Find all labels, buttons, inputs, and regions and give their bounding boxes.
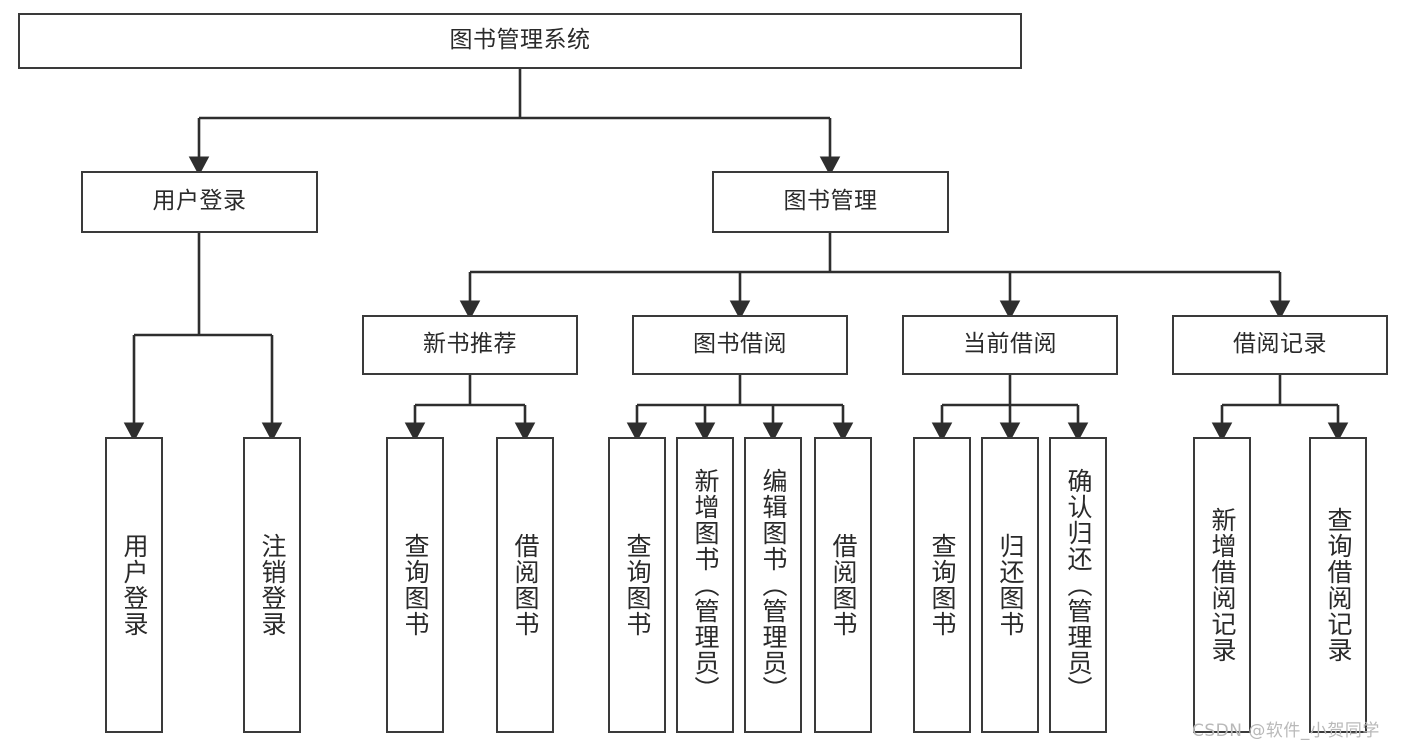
node-label: 图书借阅 xyxy=(693,331,787,358)
node-label: 图书管理系统 xyxy=(449,27,591,54)
node-root-book-management-system[interactable]: 图书管理系统 xyxy=(18,13,1022,69)
leaf-user-login-logout[interactable]: 注销登录 xyxy=(243,437,301,733)
node-label: 新书推荐 xyxy=(423,331,517,358)
leaf-new-book-borrow-books[interactable]: 借阅图书 xyxy=(496,437,554,733)
leaf-current-borrow-query-books[interactable]: 查询图书 xyxy=(913,437,971,733)
leaf-user-login-login[interactable]: 用户登录 xyxy=(105,437,163,733)
leaf-current-borrow-confirm-return-admin[interactable]: 确认归还（管理员） xyxy=(1049,437,1107,733)
node-current-borrow[interactable]: 当前借阅 xyxy=(902,315,1118,375)
leaf-book-borrow-query-books[interactable]: 查询图书 xyxy=(608,437,666,733)
node-label: 借阅图书 xyxy=(829,533,858,637)
node-label: 当前借阅 xyxy=(963,331,1057,358)
node-new-book-recommend[interactable]: 新书推荐 xyxy=(362,315,578,375)
node-label: 查询借阅记录 xyxy=(1324,507,1353,663)
node-label: 借阅记录 xyxy=(1233,331,1327,358)
leaf-book-borrow-edit-book-admin[interactable]: 编辑图书（管理员） xyxy=(744,437,802,733)
node-label: 用户登录 xyxy=(152,188,247,215)
node-borrow-record[interactable]: 借阅记录 xyxy=(1172,315,1388,375)
node-label: 借阅图书 xyxy=(511,533,540,637)
node-label: 新增借阅记录 xyxy=(1208,507,1237,663)
node-label: 查询图书 xyxy=(623,533,652,637)
node-label: 确认归还（管理员） xyxy=(1064,468,1093,702)
leaf-new-book-query-books[interactable]: 查询图书 xyxy=(386,437,444,733)
node-book-management[interactable]: 图书管理 xyxy=(712,171,949,233)
node-book-borrow[interactable]: 图书借阅 xyxy=(632,315,848,375)
node-label: 查询图书 xyxy=(928,533,957,637)
node-label: 用户登录 xyxy=(120,533,149,637)
leaf-book-borrow-add-book-admin[interactable]: 新增图书（管理员） xyxy=(676,437,734,733)
node-user-login[interactable]: 用户登录 xyxy=(81,171,318,233)
node-label: 注销登录 xyxy=(258,533,287,637)
node-label: 图书管理 xyxy=(783,188,878,215)
leaf-current-borrow-return-books[interactable]: 归还图书 xyxy=(981,437,1039,733)
node-label: 归还图书 xyxy=(996,533,1025,637)
node-label: 新增图书（管理员） xyxy=(691,468,720,702)
leaf-borrow-record-query-record[interactable]: 查询借阅记录 xyxy=(1309,437,1367,733)
node-label: 编辑图书（管理员） xyxy=(759,468,788,702)
csdn-watermark: CSDN @软件_小贺同学 xyxy=(1192,721,1380,741)
leaf-borrow-record-add-record[interactable]: 新增借阅记录 xyxy=(1193,437,1251,733)
node-label: 查询图书 xyxy=(401,533,430,637)
leaf-book-borrow-borrow-books[interactable]: 借阅图书 xyxy=(814,437,872,733)
